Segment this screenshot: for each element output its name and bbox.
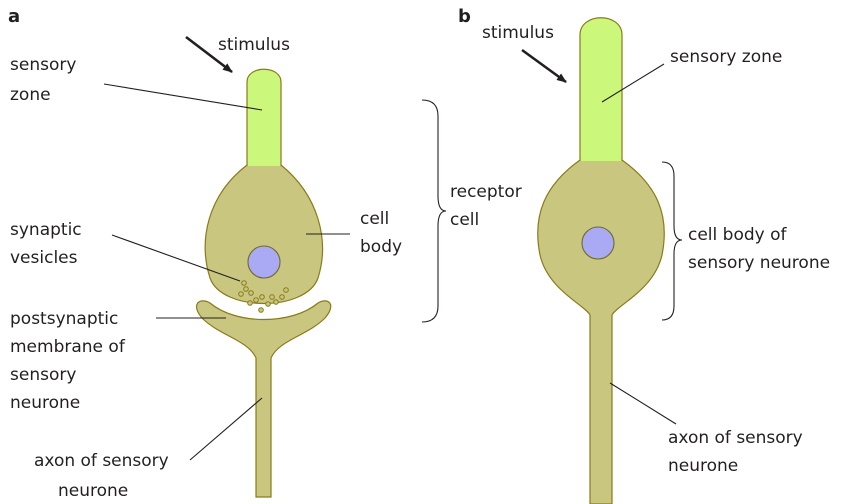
stimulus-arrow-b bbox=[522, 50, 566, 82]
sensory-zone-leader-a bbox=[104, 84, 262, 110]
cell-body-brace-b bbox=[662, 162, 682, 320]
sensory-zone-a bbox=[247, 69, 281, 166]
panel-b: b stimulus sensory zone cell body of sen… bbox=[458, 6, 830, 504]
sensory-zone-label-b: sensory zone bbox=[670, 47, 782, 67]
stimulus-label-b: stimulus bbox=[482, 23, 554, 43]
axon-leader-a bbox=[190, 398, 262, 460]
panel-a: a stimulus bbox=[8, 6, 527, 501]
postsynaptic-neurone-a bbox=[197, 301, 331, 497]
axon-label-b: axon of sensory neurone bbox=[668, 428, 808, 476]
sensory-zone-b bbox=[580, 18, 622, 161]
cell-body-label-a: cell body bbox=[360, 209, 402, 257]
nucleus-b bbox=[582, 227, 614, 259]
axon-label-a: axon of sensory neurone bbox=[34, 451, 174, 501]
synaptic-vesicles-label: synaptic vesicles bbox=[10, 220, 87, 268]
panel-a-letter: a bbox=[8, 6, 20, 27]
receptor-cell-body-a bbox=[205, 165, 322, 304]
stimulus-label-a: stimulus bbox=[218, 35, 290, 55]
axon-leader-b bbox=[610, 383, 676, 424]
cell-body-label-b: cell body of sensory neurone bbox=[688, 225, 830, 273]
sensory-zone-label-a: sensory zone bbox=[10, 55, 82, 105]
receptor-cell-brace bbox=[422, 100, 446, 322]
sensory-neurone-b bbox=[538, 160, 665, 504]
panel-b-letter: b bbox=[458, 6, 471, 27]
receptor-cell-label: receptor cell bbox=[450, 182, 527, 230]
postsynaptic-membrane-label: postsynaptic membrane of sensory neurone bbox=[10, 309, 130, 413]
nucleus-a bbox=[248, 246, 280, 278]
